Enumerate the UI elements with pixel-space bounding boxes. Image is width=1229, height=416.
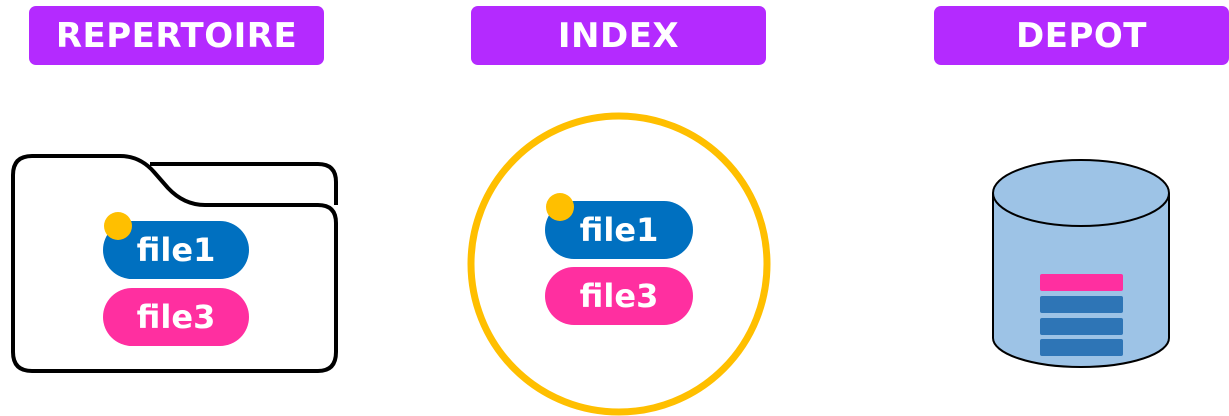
database-icon	[992, 159, 1170, 368]
db-row	[1040, 296, 1123, 313]
index-file3[interactable]: file3	[545, 267, 693, 325]
db-row	[1040, 318, 1123, 335]
db-row-highlight	[1040, 274, 1123, 291]
header-index: INDEX	[471, 6, 766, 65]
modified-dot-icon	[546, 193, 574, 221]
header-repertoire: REPERTOIRE	[29, 6, 324, 65]
index-ring	[467, 112, 771, 416]
modified-dot-icon	[104, 212, 132, 240]
db-row	[1040, 339, 1123, 356]
header-depot: DEPOT	[934, 6, 1229, 65]
repertoire-file3[interactable]: file3	[103, 288, 249, 346]
